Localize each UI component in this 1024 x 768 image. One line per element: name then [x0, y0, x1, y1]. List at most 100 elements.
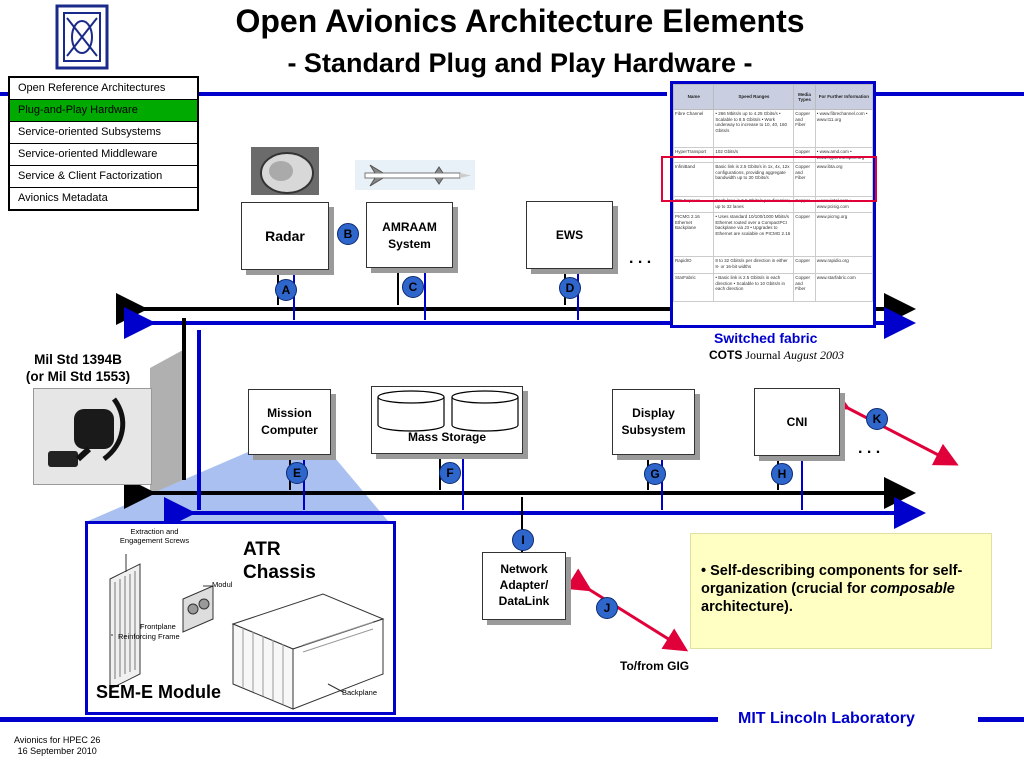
atr-chassis-drawing [109, 554, 385, 710]
table-cell: • Uses standard 10/100/1000 Mbits/s Ethe… [713, 212, 795, 257]
milstd-label-line1: Mil Std 1394B [34, 352, 122, 367]
amraam-label-line2: System [388, 237, 431, 251]
callout-modul: Modul [212, 580, 233, 589]
table-cell: Basic link is 2.5 Gbits/s in 1x, 4x, 12x… [713, 162, 795, 197]
infiniband-highlight [661, 156, 877, 202]
table-cell: Copper [793, 256, 816, 274]
table-header-cell: Speed Ranges [713, 84, 795, 110]
display-label-line1: Display [632, 406, 675, 420]
ews-box[interactable]: EWS [526, 201, 613, 269]
table-cell: www.picmg.org [814, 212, 873, 257]
badge-i: I [512, 529, 534, 551]
table-cell: Copper and Fiber [793, 162, 816, 197]
atr-chassis-label: ATR Chassis [243, 538, 316, 584]
note-text-em: composable [870, 581, 955, 597]
section-menu: Open Reference Architectures Plug-and-Pl… [8, 76, 199, 211]
table-cell: RapidIO [673, 256, 715, 274]
callout-backplane: Backplane [342, 688, 378, 697]
slide-title: Open Avionics Architecture Elements [235, 3, 805, 39]
network-label-line3: DataLink [498, 594, 550, 608]
badge-f: F [439, 462, 461, 484]
cots-journal: Journal [745, 348, 781, 362]
table-cell: www.rapidio.org [814, 256, 873, 274]
table-cell: www.starfabric.com [814, 273, 873, 302]
mass-storage-box[interactable]: Mass Storage [371, 386, 523, 454]
badge-b: B [337, 223, 359, 245]
switched-fabric-label: Switched fabric [714, 330, 818, 346]
badge-k: K [866, 408, 888, 430]
ews-label: EWS [555, 228, 584, 242]
menu-item-plug-and-play-hardware[interactable]: Plug-and-Play Hardware [10, 99, 197, 121]
bottom-ellipsis: . . . [858, 440, 881, 457]
gig-link [565, 568, 689, 652]
badge-d: D [559, 277, 581, 299]
radar-box[interactable]: Radar [241, 202, 329, 270]
footer-lab-name: MIT Lincoln Laboratory [738, 710, 915, 727]
table-cell: Copper and Fiber [793, 273, 816, 302]
amraam-box[interactable]: AMRAAM System [366, 202, 453, 268]
menu-item-service-oriented-middleware[interactable]: Service-oriented Middleware [10, 143, 197, 165]
mission-label-line2: Computer [261, 423, 318, 437]
cots-citation: COTS Journal August 2003 [709, 348, 844, 363]
cni-box[interactable]: CNI [754, 388, 840, 456]
table-cell: Copper and Fiber [793, 109, 816, 148]
footer-divider-left [0, 717, 718, 722]
footer-line1: Avionics for HPEC 26 [14, 735, 101, 745]
atr-label-line2: Chassis [243, 562, 316, 583]
network-adapter-box[interactable]: Network Adapter/ DataLink [482, 552, 566, 620]
badge-a: A [275, 279, 297, 301]
self-describing-note: • Self-describing components for self-or… [690, 533, 992, 649]
missile-photo [355, 160, 475, 190]
table-cell: • 266 Mbits/s up to 4.25 Gbits/s • Scala… [713, 109, 795, 148]
table-row: PICMG 2.16 Ethernet Backplane• Uses stan… [673, 212, 873, 257]
cni-link [823, 387, 959, 466]
menu-item-open-reference-architectures[interactable]: Open Reference Architectures [18, 82, 166, 94]
callout-extraction: Extraction and Engagement Screws [119, 527, 190, 545]
note-bullet: • [701, 563, 707, 579]
table-cell: InfiniBand [673, 162, 715, 197]
table-cell: 8 to 32 Gbits/s per direction in either … [713, 256, 795, 274]
mission-label-line1: Mission [267, 406, 312, 420]
table-header-cell: Media Types [793, 84, 816, 110]
badge-g: G [644, 463, 666, 485]
network-label-line1: Network [500, 562, 548, 576]
callout-reinforcing: Reinforcing Frame [118, 632, 180, 641]
amraam-label-line1: AMRAAM [382, 220, 437, 234]
badge-c: C [402, 276, 424, 298]
cable-photo [33, 388, 152, 485]
table-cell: www.ibta.org [814, 162, 873, 197]
menu-item-service-oriented-subsystems[interactable]: Service-oriented Subsystems [10, 121, 197, 143]
disk-icon [377, 390, 519, 432]
table-cell: • Basic link is 2.5 Gbits/s in each dire… [713, 273, 795, 302]
milstd-label: Mil Std 1394B (or Mil Std 1553) [8, 351, 148, 385]
milstd-label-line2: (or Mil Std 1553) [25, 369, 131, 384]
sem-e-module-label: SEM-E Module [96, 682, 221, 702]
cni-label: CNI [786, 415, 808, 429]
footer-divider-right [978, 717, 1024, 722]
sem-e-panel: Extraction and Engagement Screws Modul F… [85, 521, 396, 715]
header-divider [197, 92, 667, 96]
mit-ll-logo [55, 4, 109, 70]
table-row: Fibre Channel• 266 Mbits/s up to 4.25 Gb… [673, 109, 873, 148]
display-subsystem-box[interactable]: Display Subsystem [612, 389, 695, 455]
table-cell: PICMG 2.16 Ethernet Backplane [673, 212, 715, 257]
menu-item-avionics-metadata[interactable]: Avionics Metadata [10, 187, 197, 209]
menu-item-service-client-factorization[interactable]: Service & Client Factorization [10, 165, 197, 187]
table-cell: Fibre Channel [673, 109, 715, 148]
table-header-cell: Name [673, 84, 715, 110]
radar-label: Radar [265, 228, 305, 244]
radar-photo [251, 147, 319, 195]
table-cell: Copper [793, 212, 816, 257]
table-cell: StarFabric [673, 273, 715, 302]
badge-h: H [771, 463, 793, 485]
cable-shadow [150, 350, 183, 495]
cots-date: August 2003 [783, 348, 845, 362]
footer-info: Avionics for HPEC 26 16 September 2010 [14, 735, 100, 757]
table-header-cell: For Further Information [814, 84, 873, 110]
mass-storage-label: Mass Storage [407, 430, 487, 444]
mission-computer-box[interactable]: Mission Computer [248, 389, 331, 455]
